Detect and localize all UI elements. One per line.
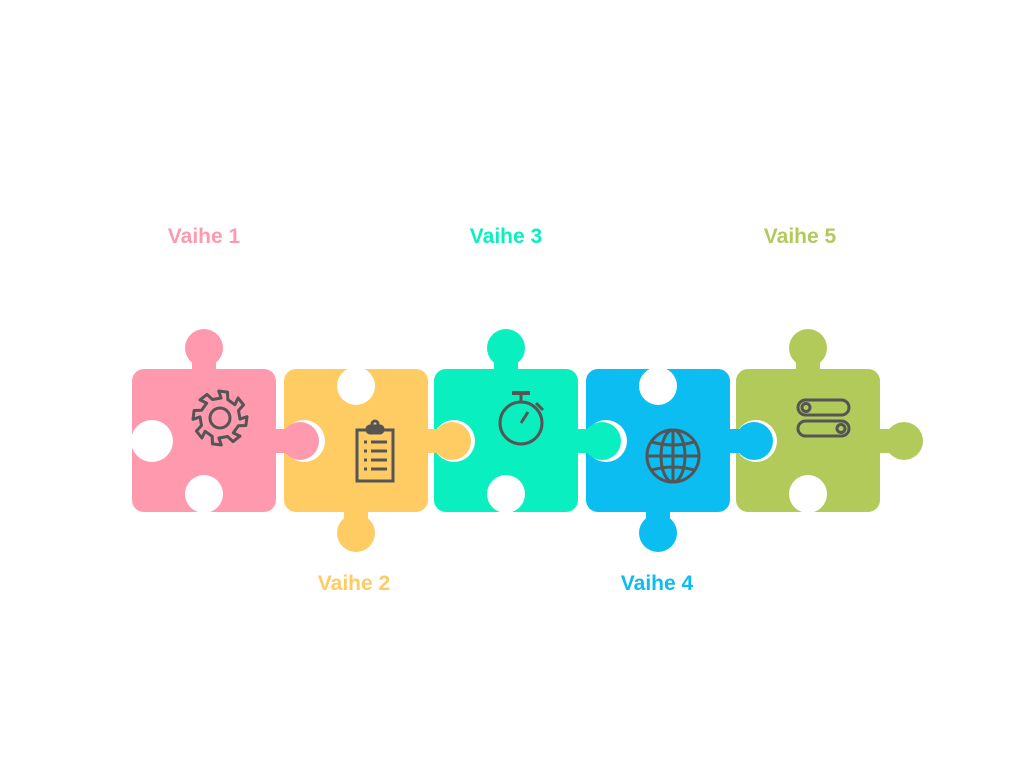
gear-icon	[191, 389, 249, 447]
globe-icon	[645, 428, 701, 484]
puzzle-hole-top	[639, 367, 677, 405]
stopwatch-icon	[498, 391, 545, 446]
puzzle-piece-1	[132, 329, 276, 512]
puzzle-piece-4	[586, 369, 730, 552]
step-5-label: Vaihe 5	[763, 225, 837, 248]
step-1-label: Vaihe 1	[167, 225, 241, 248]
clipboard-icon	[355, 419, 395, 483]
puzzle-piece-3	[434, 329, 578, 512]
puzzle-knob-right	[272, 422, 319, 460]
puzzle-hole-left	[131, 420, 173, 462]
puzzle-hole-bottom	[789, 475, 827, 513]
puzzle-piece-5	[736, 329, 880, 512]
puzzle-hole-bottom	[185, 475, 223, 513]
puzzle-hole-bottom	[487, 475, 525, 513]
step-2-label: Vaihe 2	[317, 572, 391, 595]
puzzle-knob-right	[574, 422, 621, 460]
step-4-label: Vaihe 4	[620, 572, 694, 595]
toggle-switches-icon	[796, 398, 851, 438]
puzzle-hole-top	[337, 367, 375, 405]
puzzle-knob-right	[876, 422, 923, 460]
step-3-label: Vaihe 3	[469, 225, 543, 248]
puzzle-knob-right	[424, 422, 471, 460]
puzzle-knob-right	[726, 422, 773, 460]
